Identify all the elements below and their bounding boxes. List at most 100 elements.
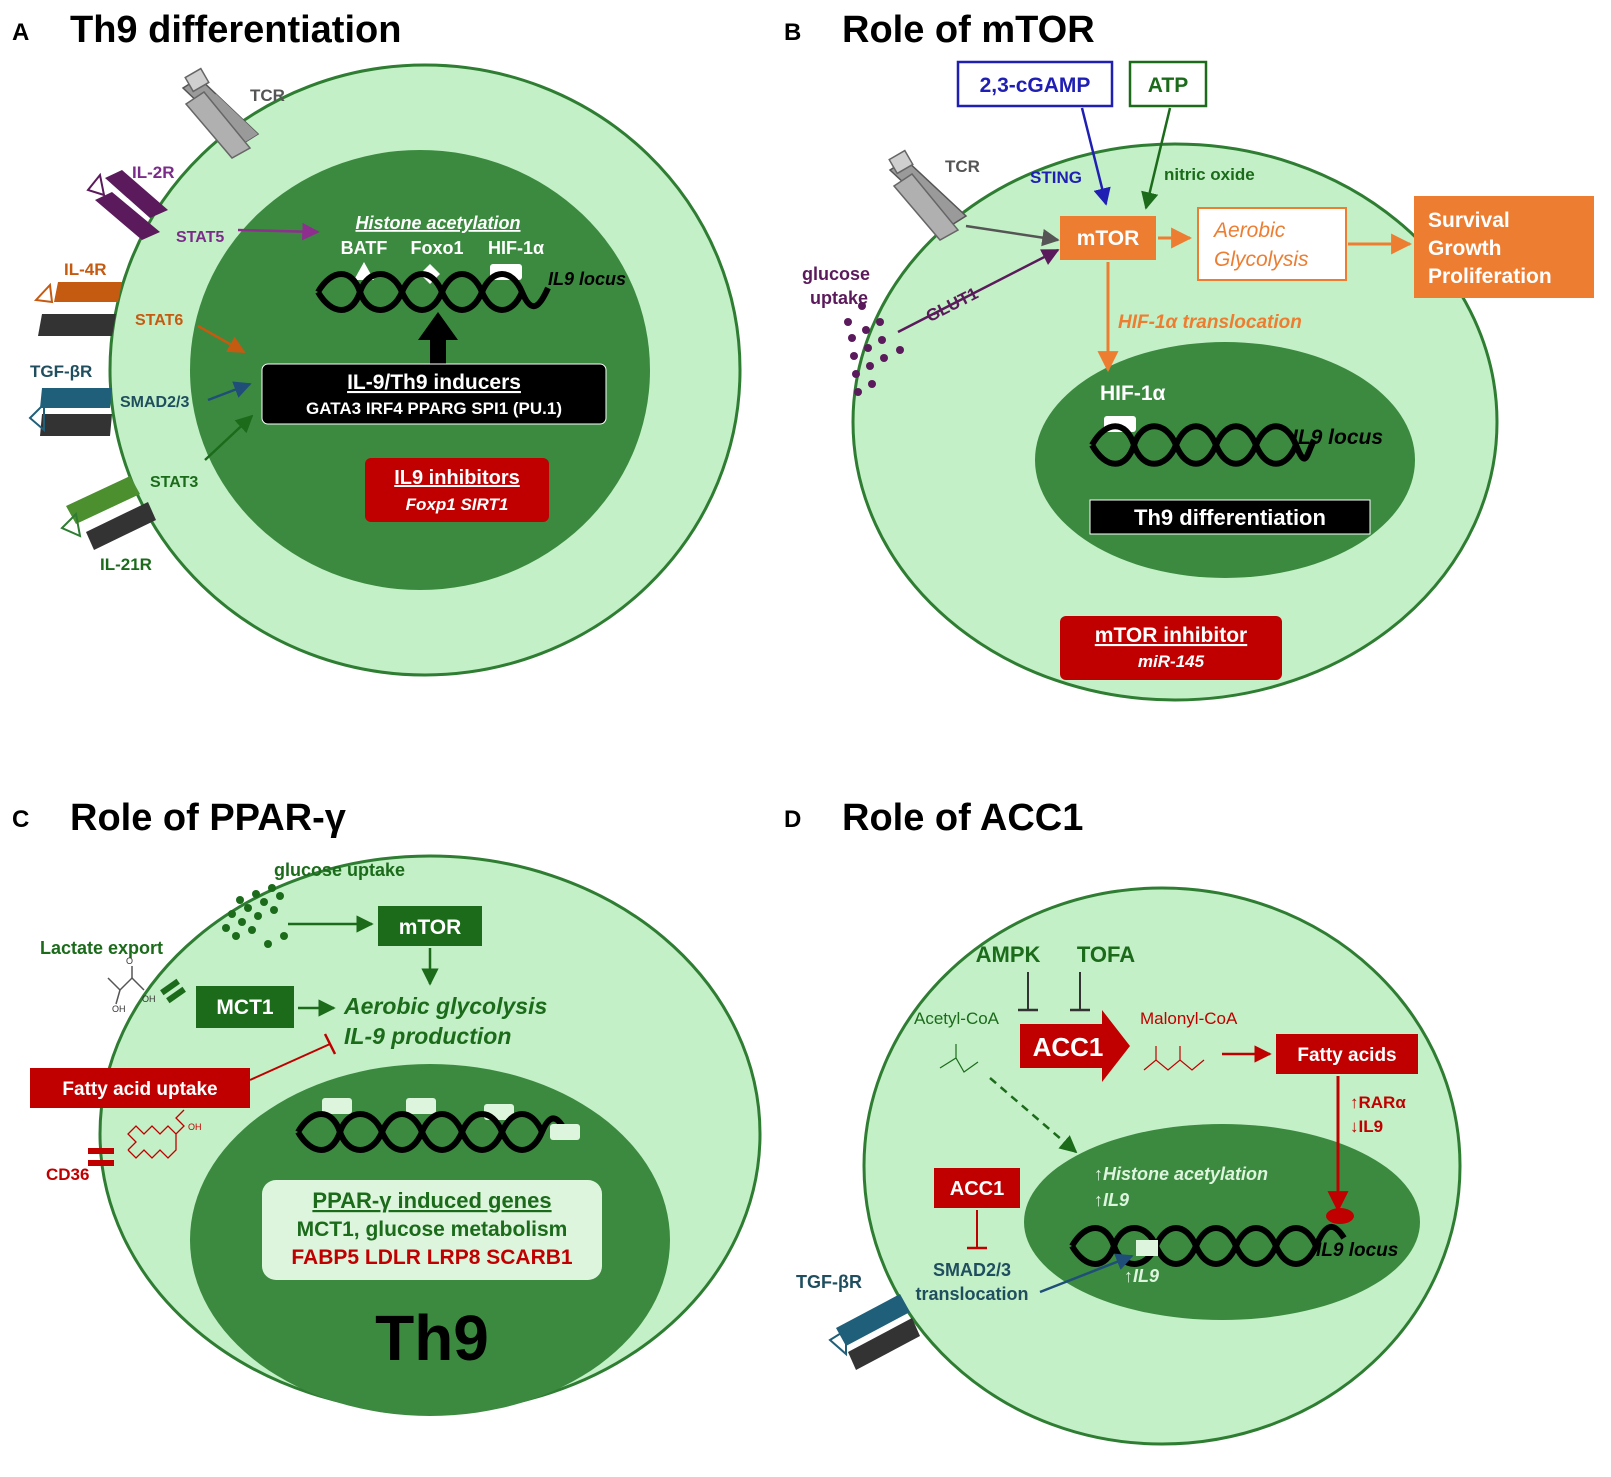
sting-label: STING [1030, 168, 1082, 187]
stat5-arrow [237, 222, 320, 241]
il9-locus-d: IL9 locus [1316, 1240, 1398, 1261]
rar-binding-marker [1326, 1208, 1354, 1224]
histone-acetylation-d: ↑Histone acetylation [1094, 1164, 1268, 1184]
malonyl-coa-label: Malonyl-CoA [1140, 1009, 1238, 1028]
hif1a-label-b: HIF-1α [1100, 382, 1166, 405]
outcome-proliferation: Proliferation [1428, 265, 1552, 288]
smad-arrow-d [1039, 1253, 1134, 1294]
acetyl-coa-label: Acetyl-CoA [914, 1009, 1000, 1028]
smad-label-a: SMAD2/3 [120, 394, 189, 411]
stat5-label: STAT5 [176, 229, 224, 246]
il2r-label: IL-2R [132, 163, 175, 182]
nitric-oxide-label: nitric oxide [1164, 165, 1255, 184]
smad-label-d: SMAD2/3 [933, 1260, 1011, 1280]
lactate-oh2: OH [142, 994, 156, 1004]
panel-b-letter: B [784, 19, 801, 46]
fatty-acids-label: Fatty acids [1297, 1045, 1396, 1066]
inhibitors-title-a: IL9 inhibitors [394, 467, 520, 489]
panel-c: C Role of PPAR-γ glucose uptake mTOR Lac… [12, 797, 762, 1416]
histone-acetylation-a: Histone acetylation [355, 213, 520, 233]
no-arrow [1141, 107, 1172, 210]
nucleus-d [1024, 1124, 1420, 1320]
il4r-receptor [33, 282, 122, 336]
acetyl-coa-molecule [939, 1044, 979, 1073]
th9-diff-box [1089, 499, 1371, 535]
tcr-receptor-b [888, 149, 968, 241]
dna-strand-a2 [315, 271, 525, 313]
ppar-genes-green: MCT1, glucose metabolism [297, 1218, 568, 1241]
dna-strand-c1 [295, 1111, 571, 1153]
outcome-survival: Survival [1428, 209, 1510, 232]
fatty-acids-box [1276, 1034, 1418, 1074]
inducers-box [261, 363, 607, 425]
stat3-arrow [204, 414, 254, 461]
th9-diff-label: Th9 differentiation [1134, 505, 1326, 530]
dna-strand-b2 [1089, 423, 1299, 467]
outcomes-box [1414, 196, 1594, 298]
smad-arrow-a [207, 381, 252, 402]
panel-a-letter: A [12, 19, 29, 46]
il9-locus-a: IL9 locus [548, 269, 626, 289]
malonyl-coa-molecule [1143, 1046, 1205, 1071]
panel-a: A Th9 differentiation TCR IL-2R STAT5 IL… [12, 9, 742, 677]
atp-box [1128, 60, 1208, 108]
panel-d-letter: D [784, 806, 801, 833]
fatty-acid-inhibit-bar [323, 1033, 337, 1055]
il2r-receptor [86, 170, 168, 240]
il9-down-label: ↓IL9 [1350, 1117, 1383, 1136]
rar-label: ↑RARα [1350, 1093, 1406, 1112]
glut1-arrow [897, 248, 1060, 334]
mtor-box-c [378, 906, 482, 946]
up-arrow-a [418, 312, 458, 368]
il9-locus-b: IL9 locus [1292, 426, 1383, 449]
lactate-oh1: OH [112, 1004, 126, 1014]
aerobic-label-b: Aerobic [1212, 219, 1286, 242]
stat6-label: STAT6 [135, 312, 183, 329]
hif-translocation-label: HIF-1α translocation [1118, 312, 1302, 333]
glucose-dots-c [222, 884, 288, 948]
lactate-export-label: Lactate export [40, 938, 163, 958]
fatty-acid-inhibit-line [249, 1043, 331, 1081]
mtor-box-b [1060, 216, 1156, 260]
dna-strand-d1 [1069, 1224, 1347, 1267]
tcr-label-a: TCR [250, 86, 285, 105]
inhibitors-box-a [365, 458, 549, 522]
mtor-inhibitor-title: mTOR inhibitor [1095, 624, 1247, 647]
il4r-label: IL-4R [64, 260, 107, 279]
fatty-acid-uptake-label: Fatty acid uptake [62, 1079, 217, 1100]
mct1-box [196, 986, 294, 1028]
stat3-label: STAT3 [150, 474, 198, 491]
dna-box-c1 [322, 1098, 352, 1114]
mct1-label: MCT1 [216, 996, 273, 1019]
panel-a-title: Th9 differentiation [70, 9, 401, 51]
mtor-label-c: mTOR [399, 916, 462, 939]
ppar-genes-title: PPAR-γ induced genes [312, 1188, 551, 1213]
fa-oh: OH [188, 1122, 202, 1132]
il21r-receptor [60, 476, 156, 550]
panel-b-title: Role of mTOR [842, 9, 1095, 51]
tgfbr-label-a: TGF-βR [30, 362, 92, 381]
factor-hif1a-a: HIF-1α [488, 238, 544, 258]
outcome-growth: Growth [1428, 237, 1502, 260]
il9-production-c: IL-9 production [344, 1023, 511, 1049]
dna-box-c4 [550, 1124, 580, 1140]
glucose-label-b1: glucose [802, 264, 870, 284]
tcr-arrow-b [965, 224, 1060, 247]
aerobic-glycolysis-box [1197, 207, 1347, 281]
factor-foxo1: Foxo1 [410, 238, 463, 258]
inhibitors-list-a: Foxp1 SIRT1 [406, 495, 509, 514]
th9-label-c: Th9 [375, 1302, 489, 1374]
mtor-inhibitor-box [1060, 616, 1282, 680]
glucose-uptake-c: glucose uptake [274, 860, 405, 880]
ampk-label: AMPK [976, 942, 1041, 967]
lactate-molecule [107, 966, 145, 1005]
tgfbr-receptor-a [28, 388, 112, 436]
smad-binding-marker [1136, 1240, 1158, 1256]
panel-c-title: Role of PPAR-γ [70, 797, 346, 839]
tgfbr-receptor-d [828, 1294, 920, 1370]
il21r-label: IL-21R [100, 555, 152, 574]
cd36-transporter-icon [88, 1148, 114, 1166]
acc1-box-label: ACC1 [950, 1178, 1004, 1200]
fatty-acid-molecule [127, 1109, 185, 1159]
